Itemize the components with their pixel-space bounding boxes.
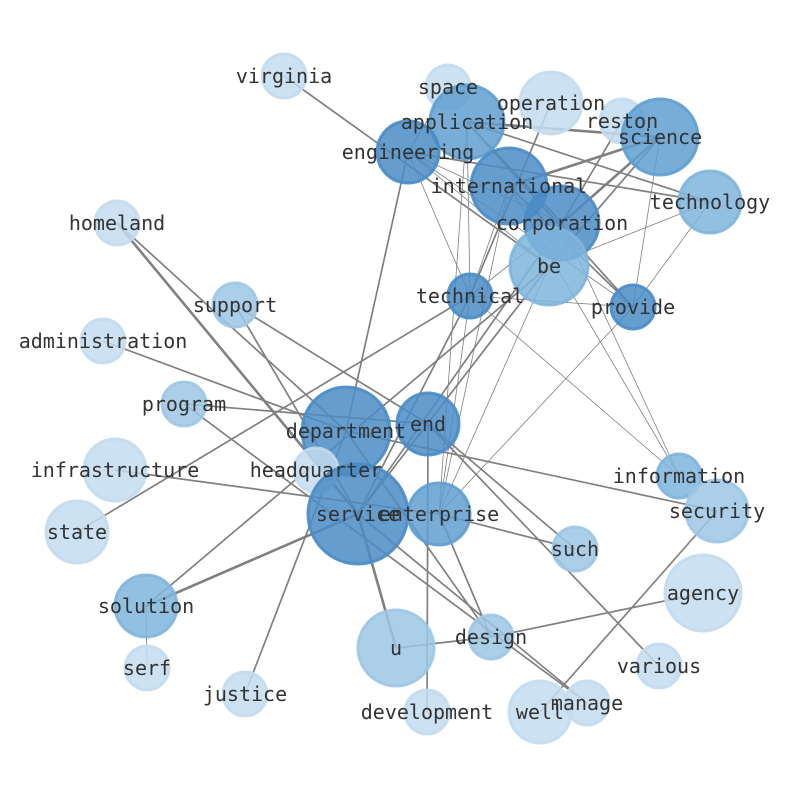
node-administration[interactable] (79, 317, 127, 365)
node-label-application: application (401, 110, 533, 134)
edge-enterprise-provide (438, 306, 634, 515)
node-manage[interactable] (563, 679, 611, 727)
node-label-program: program (142, 392, 226, 416)
node-label-agency: agency (667, 581, 739, 605)
node-label-well: well (516, 700, 564, 724)
node-infrastructure[interactable] (82, 437, 148, 503)
node-security[interactable] (684, 478, 750, 544)
node-engineering[interactable] (375, 119, 441, 185)
node-agency[interactable] (663, 553, 743, 633)
node-label-state: state (47, 520, 107, 544)
node-label-various: various (617, 654, 701, 678)
node-label-security: security (669, 499, 765, 523)
node-program[interactable] (160, 380, 208, 428)
edge-application-technology (466, 121, 711, 203)
node-label-such: such (551, 537, 599, 561)
node-state[interactable] (44, 499, 110, 565)
edge-various-end (427, 423, 660, 667)
node-end[interactable] (395, 391, 461, 457)
node-label-virginia: virginia (236, 64, 332, 88)
node-provide[interactable] (609, 283, 657, 331)
node-solution[interactable] (113, 573, 179, 639)
node-label-enterprise: enterprise (379, 502, 499, 526)
edge-state-technical (76, 295, 471, 533)
node-label-support: support (193, 293, 277, 317)
edge-well-security (539, 510, 718, 713)
node-label-administration: administration (19, 329, 188, 353)
node-information[interactable] (655, 452, 703, 500)
node-label-u: u (390, 636, 402, 660)
node-label-department: department (286, 419, 406, 443)
node-label-space: space (418, 75, 478, 99)
node-label-operation: operation (497, 91, 605, 115)
edge-enterprise-be (438, 265, 550, 515)
node-label-provide: provide (591, 295, 675, 319)
node-label-solution: solution (98, 594, 194, 618)
node-label-manage: manage (551, 691, 623, 715)
node-label-justice: justice (203, 682, 287, 706)
node-support[interactable] (211, 281, 259, 329)
node-serf[interactable] (123, 644, 171, 692)
node-label-be: be (537, 254, 561, 278)
edge-engineering-technology (407, 151, 711, 203)
node-design[interactable] (467, 613, 515, 661)
node-justice[interactable] (221, 670, 269, 718)
node-enterprise[interactable] (406, 481, 472, 547)
node-label-reston: reston (586, 109, 658, 133)
node-label-development: development (361, 700, 493, 724)
node-label-end: end (410, 412, 446, 436)
node-homeland[interactable] (93, 199, 141, 247)
edge-information-technical (469, 295, 680, 477)
node-label-technology: technology (650, 190, 770, 214)
node-label-serf: serf (123, 656, 171, 680)
node-such[interactable] (551, 525, 599, 573)
node-application[interactable] (428, 83, 506, 161)
node-label-service: service (316, 502, 400, 526)
node-label-engineering: engineering (342, 140, 474, 164)
edge-engineering-provide (407, 151, 634, 308)
node-label-science: science (618, 125, 702, 149)
node-label-information: information (613, 464, 745, 488)
node-label-homeland: homeland (69, 211, 165, 235)
edge-service-be (357, 265, 550, 515)
node-label-infrastructure: infrastructure (31, 458, 200, 482)
edge-enterprise-international (438, 185, 510, 515)
node-label-headquarter: headquarter (250, 458, 382, 482)
node-u[interactable] (356, 608, 436, 688)
node-development[interactable] (403, 688, 451, 736)
node-technical[interactable] (446, 272, 494, 320)
nodes-layer (44, 52, 750, 745)
node-technology[interactable] (677, 169, 743, 235)
node-label-technical: technical (416, 284, 524, 308)
node-virginia[interactable] (260, 52, 308, 100)
node-operation[interactable] (518, 70, 584, 136)
node-science[interactable] (620, 97, 700, 177)
node-label-design: design (455, 625, 527, 649)
edge-enterprise-technical (438, 295, 471, 515)
edge-support-end (234, 304, 429, 425)
edge-department-engineering (345, 151, 409, 432)
node-label-international: international (431, 174, 588, 198)
node-label-corporation: corporation (496, 211, 628, 235)
node-various[interactable] (635, 642, 683, 690)
node-be[interactable] (508, 225, 590, 307)
